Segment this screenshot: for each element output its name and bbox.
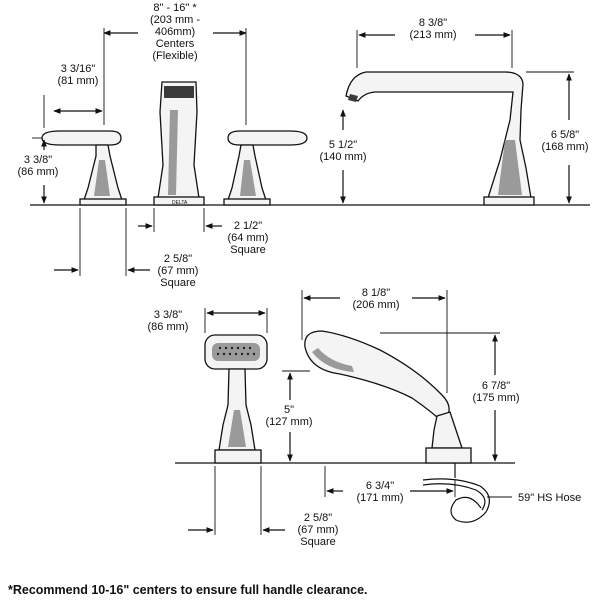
spout-front: DELTA bbox=[153, 81, 205, 206]
spout-reach-line-2: (213 mm) bbox=[409, 29, 456, 41]
centers-line-4: Centers bbox=[156, 38, 195, 50]
hose-offset-line-2: (171 mm) bbox=[356, 492, 403, 504]
spout-height-line-2: (168 mm) bbox=[541, 141, 588, 153]
handshower-side bbox=[304, 330, 472, 464]
holder-height-line-2: (127 mm) bbox=[265, 416, 312, 428]
handle-base-line-2: (67 mm) bbox=[158, 265, 199, 277]
centers-line-2: (203 mm - bbox=[150, 14, 200, 26]
footnote: *Recommend 10-16" centers to ensure full… bbox=[8, 583, 368, 597]
centers-label: 8" - 16" * (203 mm - 406mm) Centers (Fle… bbox=[150, 2, 200, 62]
side-view: 8 3/8" (213 mm) 5 1/2" (140 mm) 6 5/8" (… bbox=[300, 17, 590, 206]
handle-reach-line-1: 3 3/16" bbox=[61, 63, 96, 75]
right-handle bbox=[223, 130, 308, 206]
handshower-front bbox=[204, 334, 268, 464]
handshower-width-line-2: (86 mm) bbox=[148, 321, 189, 333]
spout-base-line-1: 2 1/2" bbox=[234, 220, 262, 232]
spout-side bbox=[345, 71, 535, 206]
handshower-view: 3 3/8" (86 mm) 8 1/8" (206 mm) 5" (127 m… bbox=[148, 287, 582, 548]
front-view: DELTA 8" - 16" * (203 mm - 406mm) Center… bbox=[18, 2, 308, 289]
holder-base-line-1: 2 5/8" bbox=[304, 512, 332, 524]
handle-reach-line-2: (81 mm) bbox=[58, 75, 99, 87]
spout-reach-line-1: 8 3/8" bbox=[419, 17, 447, 29]
hose-offset-line-1: 6 3/4" bbox=[366, 480, 394, 492]
centers-line-1: 8" - 16" * bbox=[153, 2, 197, 14]
handshower-width-line-1: 3 3/8" bbox=[154, 309, 182, 321]
handshower-length-line-2: (206 mm) bbox=[352, 299, 399, 311]
left-handle bbox=[41, 130, 127, 206]
handle-base-line-3: Square bbox=[160, 277, 195, 289]
handshower-height-line-2: (175 mm) bbox=[472, 392, 519, 404]
spout-base-line-3: Square bbox=[230, 244, 265, 256]
spout-height-line-1: 6 5/8" bbox=[551, 129, 579, 141]
handle-height-line-2: (86 mm) bbox=[18, 166, 59, 178]
svg-text:DELTA: DELTA bbox=[172, 200, 188, 206]
centers-line-3: 406mm) bbox=[155, 26, 195, 38]
handle-height-line-1: 3 3/8" bbox=[24, 154, 52, 166]
spout-clearance-line-1: 5 1/2" bbox=[329, 139, 357, 151]
hose-loop bbox=[422, 463, 512, 523]
spout-clearance-line-2: (140 mm) bbox=[319, 151, 366, 163]
spout-base-line-2: (64 mm) bbox=[228, 232, 269, 244]
holder-base-line-2: (67 mm) bbox=[298, 524, 339, 536]
holder-height-line-1: 5" bbox=[284, 404, 294, 416]
handle-base-line-1: 2 5/8" bbox=[164, 253, 192, 265]
holder-base-line-3: Square bbox=[300, 536, 335, 548]
handshower-length-line-1: 8 1/8" bbox=[362, 287, 390, 299]
centers-line-5: (Flexible) bbox=[152, 50, 197, 62]
hose-label: 59" HS Hose bbox=[518, 492, 581, 504]
handshower-height-line-1: 6 7/8" bbox=[482, 380, 510, 392]
